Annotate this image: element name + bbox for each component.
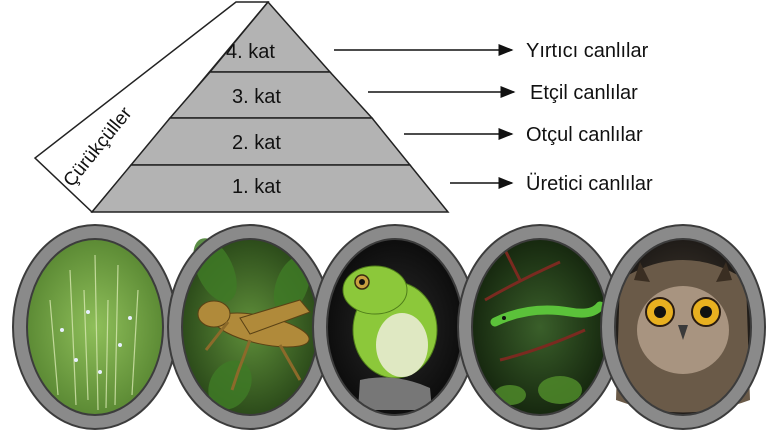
snake-photo-icon	[458, 225, 622, 429]
level-label-1: 1. kat	[232, 176, 281, 198]
organism-label-2: Otçul canlılar	[526, 124, 643, 146]
owl-photo-icon	[601, 225, 765, 429]
organism-labels: Yırtıcı canlılar Etçil canlılar Otçul ca…	[526, 40, 653, 195]
level-label-4: 4. kat	[226, 41, 275, 63]
frog-photo-icon	[313, 225, 477, 429]
level-label-3: 3. kat	[232, 86, 281, 108]
grass-photo-icon	[13, 225, 177, 429]
organism-label-1: Üretici canlılar	[526, 173, 653, 195]
food-chain-rings	[13, 225, 765, 429]
grasshopper-photo-icon	[168, 225, 332, 429]
organism-label-4: Yırtıcı canlılar	[526, 40, 649, 62]
level-label-2: 2. kat	[232, 132, 281, 154]
organism-label-3: Etçil canlılar	[530, 82, 638, 104]
